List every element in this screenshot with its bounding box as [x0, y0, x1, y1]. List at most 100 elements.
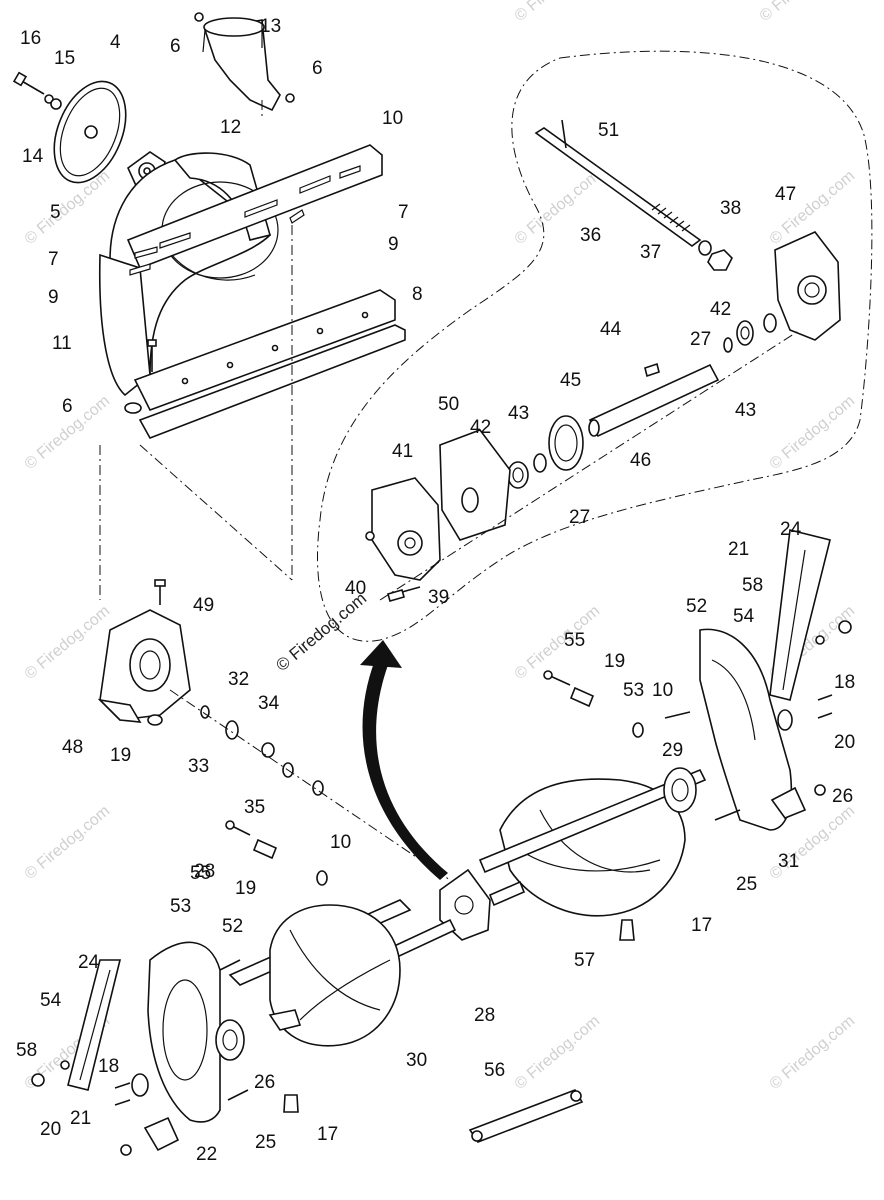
callout-label: 52	[222, 916, 243, 937]
callout-label: 17	[691, 915, 712, 936]
callout-label: 43	[735, 400, 756, 421]
spur-gear	[548, 415, 584, 471]
carriage-bolt-right	[664, 711, 741, 821]
callout-label: 15	[54, 48, 75, 69]
gearbox-detail-bubble	[317, 50, 873, 642]
callout-label: 51	[598, 120, 619, 141]
callout-label: 10	[330, 832, 351, 853]
housing-side-panel	[98, 209, 305, 397]
watermark-text: © Firedog.com	[512, 0, 603, 25]
callout-label: 7	[398, 202, 409, 223]
callout-label: 5	[50, 202, 61, 223]
callout-label: 8	[412, 284, 423, 305]
housing-top-bar	[126, 144, 383, 270]
bearing-nut	[707, 249, 733, 271]
round-cover-plate	[53, 80, 127, 184]
callout-label: 49	[193, 595, 214, 616]
lock-nut-left	[316, 870, 328, 886]
shear-pin	[543, 670, 571, 686]
callout-label: 57	[574, 950, 595, 971]
scraper-holes	[181, 311, 369, 385]
watermark-text: © Firedog.com	[22, 802, 113, 883]
watermark-text: © Firedog.com	[757, 0, 848, 25]
callout-label: 34	[258, 693, 280, 714]
callout-label: 48	[62, 737, 83, 758]
gearbox-center	[439, 868, 491, 941]
callout-label: 47	[775, 184, 796, 205]
callout-label: 18	[834, 672, 855, 693]
thrust-washer	[698, 240, 712, 256]
flat-washer	[723, 337, 733, 353]
callout-label: 19	[235, 878, 256, 899]
callout-label: 10	[652, 680, 673, 701]
skid-shoe-right	[769, 529, 831, 701]
flat-washer-lower	[533, 453, 547, 473]
callout-label: 19	[110, 745, 131, 766]
slide-hardware-left	[31, 1060, 149, 1156]
callout-label: 30	[406, 1050, 427, 1071]
auger-bolt-right	[619, 919, 635, 941]
callout-label: 53	[170, 896, 191, 917]
callout-label: 28	[474, 1005, 495, 1026]
skid-bracket-right	[770, 786, 807, 819]
callout-label: 27	[569, 507, 590, 528]
grease-fitting	[365, 531, 375, 541]
callout-label: 12	[220, 117, 241, 138]
callout-label: 27	[690, 329, 711, 350]
callout-label: 7	[48, 249, 59, 270]
spacer-tube-left	[252, 838, 278, 860]
watermark-text: © Firedog.com	[22, 602, 113, 683]
callout-label: 55	[190, 863, 211, 884]
callout-label: 44	[600, 319, 622, 340]
callout-label: 6	[170, 36, 181, 57]
callout-label: 20	[40, 1119, 61, 1140]
callout-label: 24	[780, 519, 802, 540]
callout-label: 54	[733, 606, 755, 627]
callout-label: 26	[832, 786, 853, 807]
lock-nut	[632, 722, 644, 738]
callout-label: 32	[228, 669, 249, 690]
callout-label: 42	[470, 417, 491, 438]
hex-nut	[124, 402, 142, 414]
discharge-chute	[202, 17, 281, 112]
callout-label: 58	[742, 575, 763, 596]
callout-label: 18	[98, 1056, 119, 1077]
callout-label: 6	[62, 396, 73, 417]
callout-label: 40	[345, 578, 366, 599]
spacer-lower	[507, 461, 529, 489]
callout-label: 55	[564, 630, 585, 651]
carriage-bolt-left	[219, 959, 249, 1101]
bolt-washer-stack	[12, 71, 62, 110]
callout-label: 56	[484, 1060, 505, 1081]
callout-label: 13	[260, 16, 281, 37]
watermark-text: © Firedog.com	[512, 1012, 603, 1093]
callout-label: 21	[70, 1108, 91, 1129]
worm-gear-thread	[651, 203, 691, 232]
bearing-housing-left	[97, 579, 191, 726]
callout-label: 52	[686, 596, 707, 617]
watermark-text: © Firedog.com	[767, 1012, 858, 1093]
callout-label: 50	[438, 394, 459, 415]
callout-label: 9	[388, 234, 399, 255]
spacer-tube	[569, 686, 595, 708]
gear-case-half	[371, 477, 441, 581]
callout-label: 58	[16, 1040, 37, 1061]
callout-label: 10	[382, 108, 403, 129]
auger-right-half	[478, 768, 707, 917]
callout-label: 33	[188, 756, 209, 777]
bolt-part	[194, 12, 295, 103]
tie-bar	[468, 1089, 584, 1143]
callout-label: 19	[604, 651, 625, 672]
callout-label: 38	[720, 198, 741, 219]
spacer	[736, 320, 754, 346]
callout-label: 46	[630, 450, 651, 471]
side-plate-left	[147, 941, 221, 1123]
callout-label: 31	[778, 851, 799, 872]
washer-set	[200, 705, 324, 796]
callout-label: 26	[254, 1072, 275, 1093]
gear-case-cover	[774, 231, 841, 341]
side-plate-right	[699, 628, 793, 831]
callout-label: 39	[428, 587, 449, 608]
callout-label: 11	[52, 333, 72, 354]
